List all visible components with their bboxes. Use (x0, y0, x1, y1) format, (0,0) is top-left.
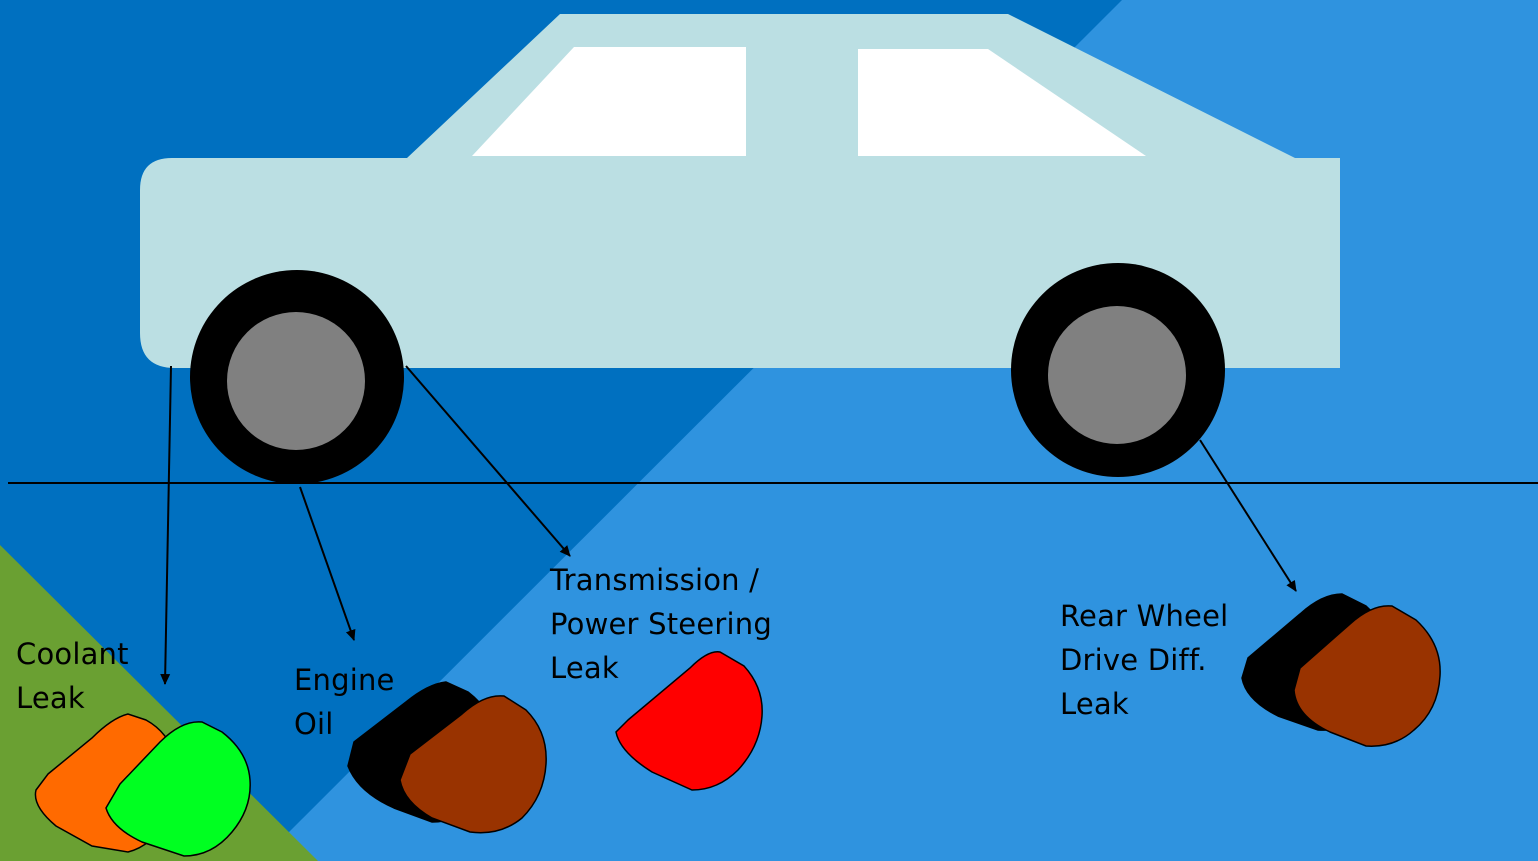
rear-diff-leak-label-line-3: Leak (1060, 687, 1129, 721)
coolant-leak-label-line-2: Leak (16, 681, 85, 715)
front-rim (227, 312, 365, 450)
transmission-leak-label-line-2: Power Steering (550, 607, 772, 641)
coolant-arrow (160, 365, 172, 685)
front-wheel (190, 270, 404, 484)
differential-puddle-icon (1241, 593, 1441, 747)
engine-oil-label-line-1: Engine (294, 663, 395, 697)
rear-diff-leak-label-line-1: Rear Wheel (1060, 599, 1229, 633)
rear-wheel (1011, 263, 1225, 477)
engine-oil-puddle-icon (347, 681, 547, 834)
transmission-arrow (405, 365, 571, 557)
engine-oil-label-line-2: Oil (294, 707, 334, 741)
transmission-puddle-icon (615, 651, 763, 791)
rear-diff-leak-label: Rear Wheel Drive Diff. Leak (1060, 594, 1228, 726)
coolant-leak-label-line-1: Coolant (16, 637, 129, 671)
transmission-leak-label-line-3: Leak (550, 651, 619, 685)
transmission-leak-label-line-1: Transmission / (550, 563, 760, 597)
coolant-puddle-green (105, 721, 251, 857)
front-window (472, 47, 746, 156)
differential-puddle-brown (1293, 605, 1441, 747)
car-icon (140, 14, 1340, 484)
coolant-puddle-icon (34, 713, 251, 857)
engine-oil-puddle-brown (399, 695, 547, 834)
rear-window (858, 49, 1146, 156)
rear-diff-arrow (1199, 439, 1297, 592)
engine-oil-arrow (299, 486, 356, 641)
engine-oil-label: Engine Oil (294, 658, 395, 746)
rear-diff-leak-label-line-2: Drive Diff. (1060, 643, 1207, 677)
coolant-leak-label: Coolant Leak (16, 632, 129, 720)
rear-rim (1048, 306, 1186, 444)
transmission-leak-label: Transmission / Power Steering Leak (550, 558, 772, 690)
